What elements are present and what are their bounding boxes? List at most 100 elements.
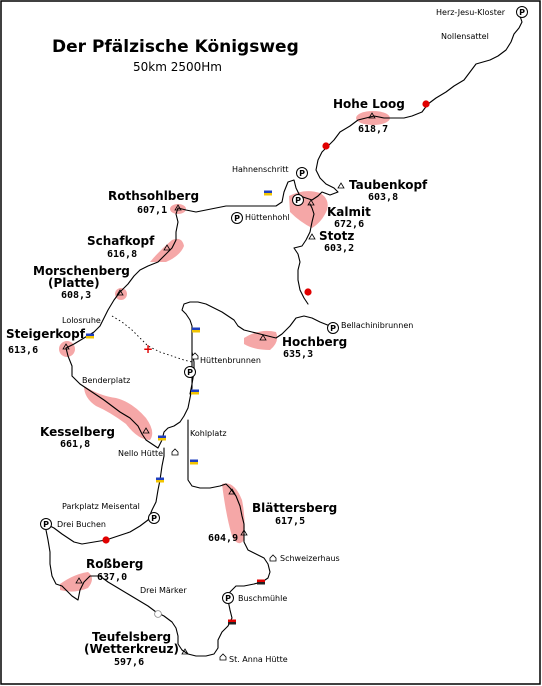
peak-name-hohe-loog: Hohe Loog	[333, 97, 405, 111]
peak-elev-morschenberg: 608,3	[61, 290, 91, 301]
map-title: Der Pfälzische Königsweg	[52, 37, 299, 57]
parking-icon: P	[40, 518, 52, 530]
hut-icon	[269, 554, 277, 562]
peak-triangle-icon	[142, 427, 150, 434]
place-st-anna-huette: St. Anna Hütte	[229, 655, 288, 664]
peak-name-morschenberg-2: (Platte)	[48, 276, 100, 290]
svg-text:P: P	[519, 8, 525, 17]
hill-rossberg	[60, 572, 92, 592]
hill-hochberg	[244, 330, 278, 350]
peak-name-teufelsberg: Teufelsberg	[92, 630, 171, 644]
waypoint-dot-icon	[102, 536, 110, 544]
peak-name-teufelsberg-2: (Wetterkreuz)	[84, 642, 179, 656]
peak-elev-schafkopf: 616,8	[107, 249, 137, 260]
trail-marker-icon	[158, 435, 166, 441]
peak-triangle-icon	[163, 244, 171, 251]
svg-text:P: P	[225, 594, 231, 603]
peak-name-blaettersberg: Blättersberg	[252, 501, 337, 515]
peak-name-stotz: Stotz	[319, 229, 354, 243]
parking-icon: P	[231, 212, 243, 224]
place-lolosruhe: Lolosruhe	[62, 316, 101, 325]
trail-marker-icon	[257, 579, 265, 585]
peak-name-morschenberg: Morschenberg	[33, 264, 130, 278]
place-buschmuehle: Buschmühle	[238, 594, 287, 603]
peak-name-schafkopf: Schafkopf	[87, 234, 155, 248]
svg-text:P: P	[43, 520, 49, 529]
peak-name-kesselberg: Kesselberg	[40, 425, 115, 439]
trail-marker-icon	[192, 327, 200, 333]
hill-schafkopf	[150, 238, 184, 262]
peak-elev-taubenkopf: 603,8	[368, 192, 398, 203]
peak-triangle-icon	[75, 577, 83, 584]
place-parkplatz-meisental: Parkplatz Meisental	[62, 502, 140, 511]
trail-marker-icon	[191, 389, 199, 395]
peak-name-rothsohlberg: Rothsohlberg	[108, 189, 199, 203]
svg-text:P: P	[330, 324, 336, 333]
trail-marker-icon	[228, 619, 236, 625]
peak-triangle-icon	[228, 488, 236, 495]
trail-marker-icon	[156, 477, 164, 483]
waypoint-dot-icon	[304, 288, 312, 296]
peak-elev-blaettersberg-sub: 604,9	[208, 533, 238, 544]
peak-triangle-icon	[337, 182, 345, 189]
peak-elev-hochberg: 635,3	[283, 349, 313, 360]
parking-icon: P	[327, 322, 339, 334]
trail-marker-icon	[190, 459, 198, 465]
peak-name-rossberg: Roßberg	[86, 557, 143, 571]
svg-text:P: P	[151, 514, 157, 523]
trail-marker-icon	[264, 190, 272, 196]
place-drei-maerker: Drei Märker	[140, 586, 187, 595]
peak-labels: Hohe Loog 618,7 Taubenkopf 603,8 Kalmit …	[6, 97, 428, 668]
place-nello-huette: Nello Hütte	[118, 449, 163, 458]
peak-triangle-icon	[62, 343, 70, 350]
peak-elev-rossberg: 637,0	[97, 572, 127, 583]
parking-icon: P	[148, 512, 160, 524]
hut-icon	[191, 352, 199, 360]
hill-morschenberg	[115, 288, 127, 300]
parking-icon: P	[184, 366, 196, 378]
peak-triangle-icon	[181, 648, 189, 655]
peak-elev-hohe-loog: 618,7	[358, 124, 388, 135]
hut-icon	[219, 653, 227, 661]
peak-elev-steigerkopf: 613,6	[8, 345, 38, 356]
peak-triangle-icon	[307, 199, 315, 206]
peak-elev-kesselberg: 661,8	[60, 439, 90, 450]
parking-icon: P	[516, 6, 528, 18]
peak-triangle-icon	[259, 334, 267, 341]
place-schweizerhaus: Schweizerhaus	[280, 554, 340, 563]
trail-marker-icon	[86, 333, 94, 339]
peak-elev-rothsohlberg: 607,1	[137, 205, 167, 216]
peak-name-steigerkopf: Steigerkopf	[6, 327, 86, 341]
svg-text:P: P	[187, 368, 193, 377]
peak-name-kalmit: Kalmit	[327, 205, 371, 219]
peak-triangle-icon	[116, 289, 124, 296]
parking-icon: P	[292, 194, 304, 206]
hut-icon	[171, 448, 179, 456]
place-nollensattel: Nollensattel	[441, 32, 489, 41]
huts	[171, 352, 277, 661]
place-hahnenschritt: Hahnenschritt	[232, 165, 288, 174]
place-benderplatz: Benderplatz	[82, 376, 130, 385]
svg-text:P: P	[234, 214, 240, 223]
peak-name-taubenkopf: Taubenkopf	[349, 178, 428, 192]
trail-markers	[86, 190, 272, 625]
parking-icon: P	[296, 167, 308, 179]
place-bellachinibrunnen: Bellachinibrunnen	[341, 321, 413, 330]
peak-elev-stotz: 603,2	[324, 243, 354, 254]
peak-triangle-icon	[368, 112, 376, 119]
waypoint-dots	[102, 100, 430, 618]
hill-kesselberg	[84, 386, 153, 440]
parking-icons: P P P P P P P P P	[40, 6, 528, 604]
waypoint-dot-icon	[422, 100, 430, 108]
peak-triangles	[62, 112, 376, 655]
parking-icon: P	[222, 592, 234, 604]
waypoint-dot-icon	[322, 142, 330, 150]
peak-triangle-icon	[240, 529, 248, 536]
peak-triangle-icon	[308, 233, 316, 240]
place-kohlplatz: Kohlplatz	[190, 429, 227, 438]
place-labels: Herz-Jesu-Kloster Nollensattel Hahnensch…	[57, 8, 506, 664]
place-drei-buchen: Drei Buchen	[57, 520, 106, 529]
peak-elev-teufelsberg: 597,6	[114, 657, 144, 668]
